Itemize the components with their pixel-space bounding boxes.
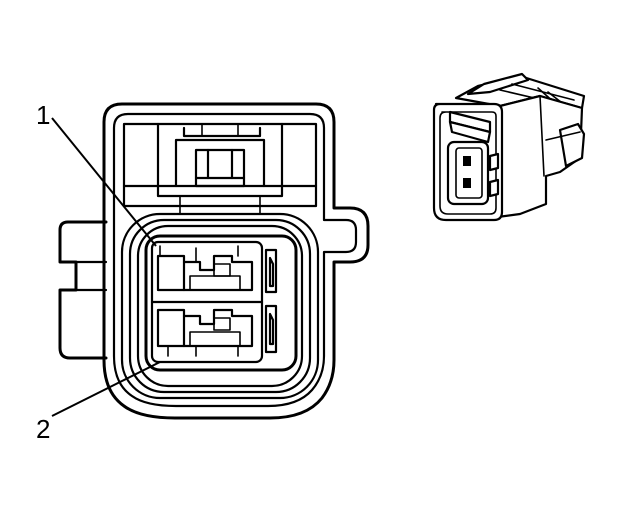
terminal-pin-1 [463,156,471,166]
leader-line-2 [51,361,161,417]
connector-isometric-view [432,72,586,222]
terminal-pin-2 [463,178,471,188]
callout-2: 2 [36,361,161,444]
callout-1: 1 [36,100,157,247]
leader-line-1 [51,117,157,247]
connector-seal [120,212,320,400]
callout-label-2: 2 [36,414,50,444]
terminal-cavity-1 [156,245,254,292]
callout-label-1: 1 [36,100,50,130]
terminal-cavity-2 [156,308,254,357]
connector-face-view: 1 2 [36,100,370,444]
latch-housing [122,122,318,215]
terminal-cavity-block [144,234,298,372]
keying-slots [264,248,278,354]
connector-housing-outline [102,102,370,420]
connector-housing-inner [112,112,358,408]
side-lock-tabs [58,220,108,360]
